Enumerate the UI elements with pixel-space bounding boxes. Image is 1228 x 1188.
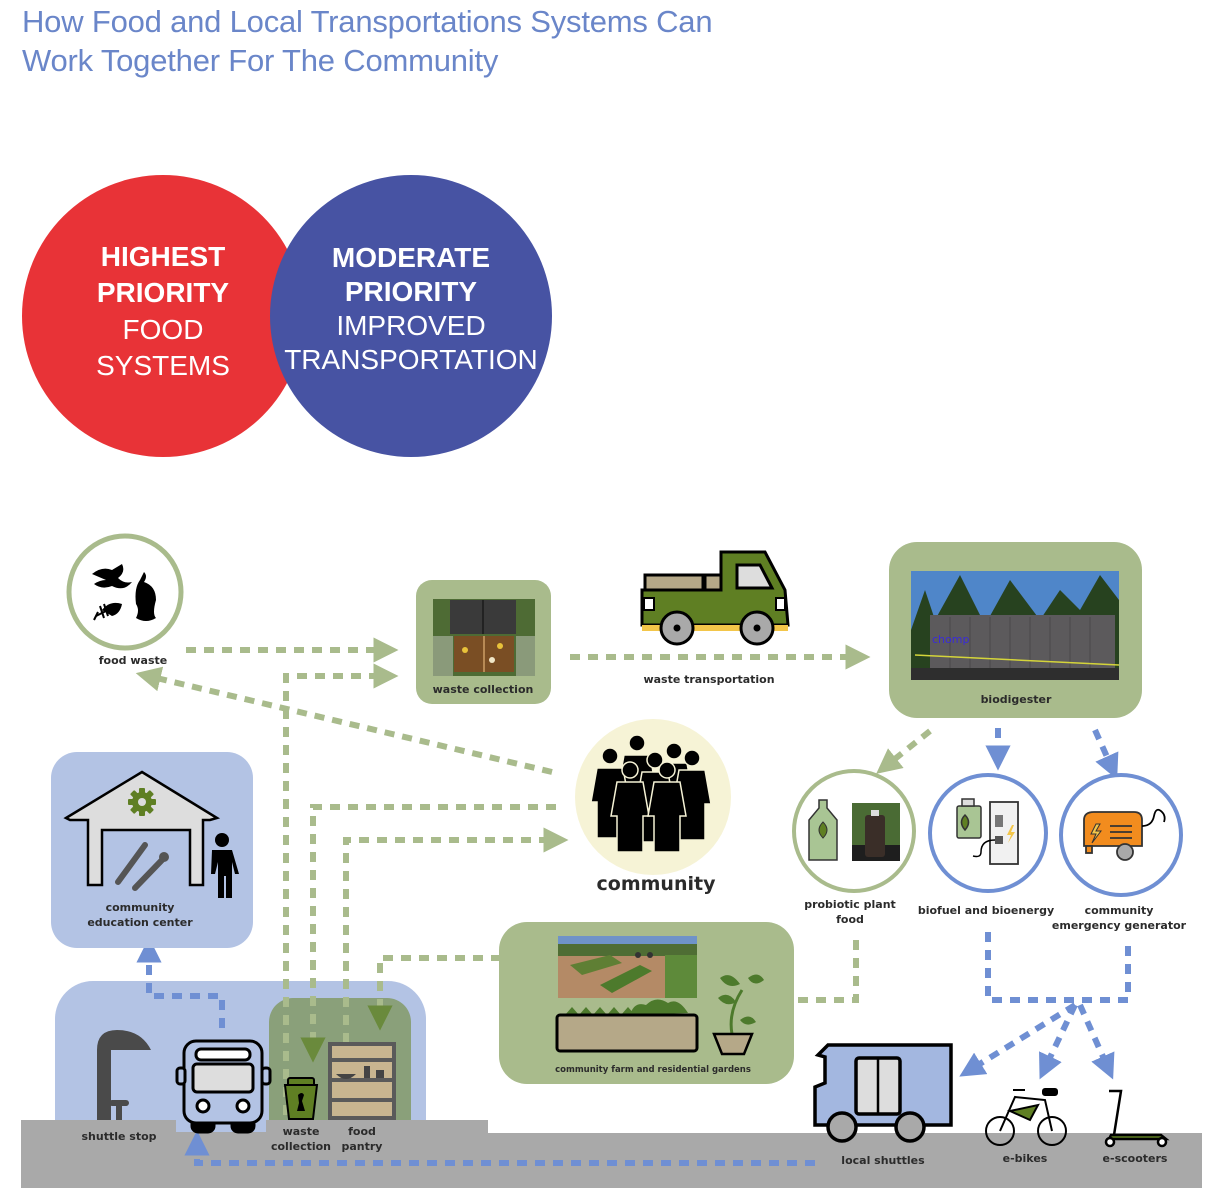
node-community-farm: community farm and residential gardens: [499, 922, 794, 1084]
food-priority-circle: [22, 175, 304, 457]
arrow-bus-to-education-center: [136, 937, 225, 1028]
probiotic-label-1: probiotic plant: [804, 898, 896, 911]
food-priority-line-4: SYSTEMS: [96, 350, 230, 381]
fuel-can-icon: [956, 798, 982, 839]
ebike-icon: [985, 1088, 1067, 1146]
waste-collection-label: waste collection: [433, 683, 534, 696]
food-waste-label: food waste: [99, 654, 167, 667]
food-priority-line-2: PRIORITY: [97, 277, 230, 308]
raised-bed-icon: [555, 999, 699, 1053]
local-shuttles-label: local shuttles: [841, 1154, 925, 1167]
transport-priority-line-1: MODERATE: [332, 242, 490, 273]
shuttle-stop-label: shuttle stop: [81, 1130, 156, 1143]
food-pantry-label-1: food: [348, 1125, 376, 1138]
transport-priority-line-2: PRIORITY: [345, 276, 478, 307]
arrow-biodigester-to-generator: [1092, 728, 1119, 780]
node-biofuel-bioenergy: biofuel and bioenergy: [918, 773, 1054, 917]
education-center-label-1: community: [106, 901, 175, 914]
pickup-truck-icon: [640, 550, 790, 646]
community-farm-label: community farm and residential gardens: [555, 1065, 751, 1075]
biofuel-ring: [928, 773, 1048, 893]
potted-plant-icon: [712, 974, 764, 1056]
line-energy-merge: [985, 932, 1131, 1003]
people-group-icon: [590, 734, 712, 853]
arrow-biodigester-to-probiotic: [876, 728, 932, 774]
node-community: community: [575, 719, 731, 895]
bus-stop-shelter-icon: [97, 1030, 151, 1120]
ebikes-label: e-bikes: [1003, 1152, 1048, 1165]
node-emergency-generator: community emergency generator: [1052, 773, 1187, 932]
food-priority-line-3: FOOD: [123, 314, 204, 345]
waste-transportation-label: waste transportation: [643, 673, 774, 686]
line-community-to-waste-bin: [300, 804, 556, 1063]
generator-label-1: community: [1085, 904, 1154, 917]
arrow-community-to-food-waste: [135, 666, 553, 775]
shuttle-bus-front-icon: [175, 1039, 272, 1134]
biodigester-label: biodigester: [981, 693, 1052, 706]
transport-priority-line-4: TRANSPORTATION: [284, 344, 538, 375]
node-food-hub: waste collection food pantry: [271, 1042, 396, 1153]
arrow-pantry-to-collection: [283, 663, 399, 1115]
escooters-label: e-scooters: [1103, 1152, 1168, 1165]
page-title: How Food and Local Transportations Syste…: [22, 2, 713, 80]
garden-photo: [558, 936, 697, 998]
shuttle-van-icon: [813, 1043, 953, 1143]
bottle-leaf-icon: [808, 799, 838, 861]
arrow-pantry-to-community: [343, 827, 569, 1115]
waste-collection-bottom-label-2: collection: [271, 1140, 331, 1153]
waste-collection-bottom-label-1: waste: [283, 1125, 320, 1138]
node-shuttle-stop: shuttle stop: [81, 1030, 157, 1143]
transport-priority-line-3: IMPROVED: [336, 310, 485, 341]
waste-bin-icon: [283, 1077, 319, 1120]
charging-station-icon: [972, 801, 1019, 865]
education-center-label-2: education center: [87, 916, 193, 929]
node-education-center: community education center: [51, 752, 253, 948]
title-line-1: How Food and Local Transportations Syste…: [22, 4, 713, 39]
transport-priority-circle: [270, 175, 552, 457]
fertilizer-photo: [852, 803, 900, 861]
workshop-building-icon: [63, 770, 221, 887]
food-scraps-icon: [92, 564, 156, 621]
arrow-probiotic-to-farm: [763, 940, 859, 1013]
node-food-waste: food waste: [66, 533, 184, 667]
arrow-energy-to-shuttles: [959, 1002, 1077, 1077]
probiotic-label-2: food: [836, 913, 864, 926]
generator-icon: [1083, 808, 1166, 861]
tools-icon: [115, 842, 169, 891]
food-pantry-label-2: pantry: [342, 1140, 383, 1153]
person-icon: [211, 833, 239, 898]
escooter-icon: [1104, 1089, 1170, 1148]
priority-venn: HIGHEST PRIORITY FOOD SYSTEMS MODERATE P…: [22, 175, 552, 457]
biodigester-photo: chomp: [911, 571, 1120, 680]
biodigester-sign: chomp: [932, 633, 969, 646]
fish-bone-icon: [93, 603, 113, 621]
node-waste-transportation: waste transportation: [640, 550, 790, 686]
node-local-shuttles: local shuttles: [813, 1043, 953, 1167]
node-probiotic-plant-food: probiotic plant food: [792, 769, 916, 926]
food-flow-lines: [135, 637, 932, 1115]
food-priority-line-1: HIGHEST: [101, 241, 225, 272]
arrow-shuttles-to-bus: [184, 1130, 815, 1166]
node-ebikes: e-bikes: [985, 1088, 1067, 1165]
food-waste-ring: [66, 533, 184, 651]
generator-label-2: emergency generator: [1052, 919, 1187, 932]
biofuel-label: biofuel and bioenergy: [918, 904, 1054, 917]
community-label: community: [597, 873, 717, 895]
compost-bin-photo: [433, 599, 535, 676]
node-biodigester: chomp biodigester: [889, 542, 1142, 718]
transport-flow-lines: [136, 728, 1131, 1166]
gear-icon: [128, 788, 156, 816]
pantry-shelf-icon: [328, 1042, 396, 1120]
node-waste-collection: waste collection: [416, 580, 551, 704]
arrow-energy-to-ebikes: [1039, 1003, 1078, 1080]
node-escooters: e-scooters: [1103, 1089, 1170, 1165]
title-line-2: Work Together For The Community: [22, 43, 499, 78]
arrow-energy-to-escooters: [1077, 1003, 1115, 1080]
